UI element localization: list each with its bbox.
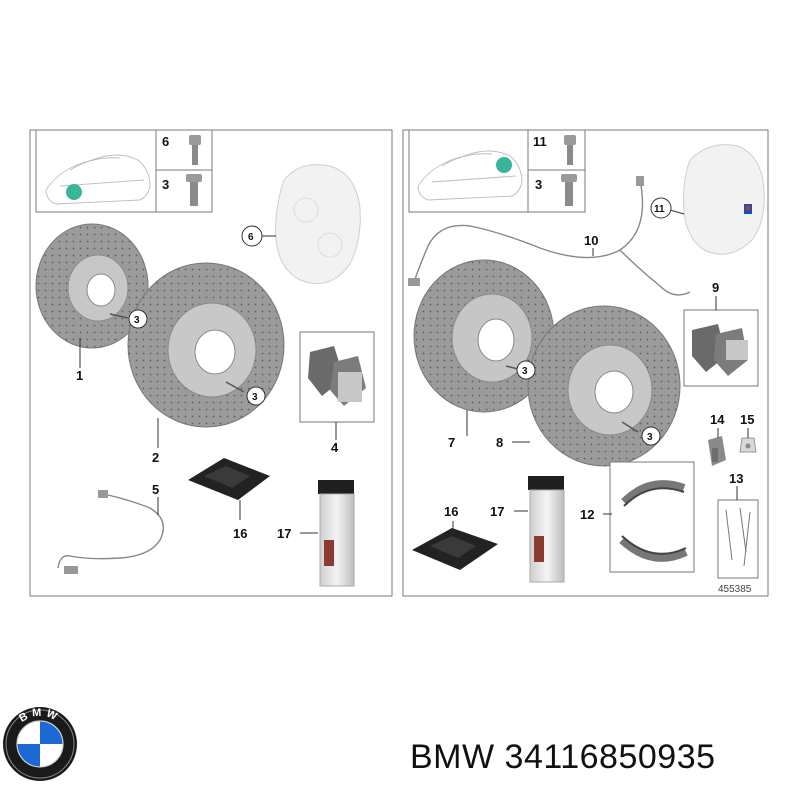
left-panel: 6 3 bbox=[29, 129, 393, 597]
caliper-bolt-icon bbox=[708, 436, 726, 466]
bleeder-valve-icon bbox=[739, 437, 757, 453]
callout-label: 3 bbox=[647, 432, 653, 443]
callout-label: 12 bbox=[580, 507, 594, 522]
callout-label: 6 bbox=[248, 232, 254, 243]
brake-caliper-icon bbox=[683, 144, 765, 255]
mounting-paste-pad-icon bbox=[188, 458, 270, 500]
brake-shoes-icon bbox=[609, 461, 695, 573]
callout-label: 13 bbox=[729, 471, 743, 486]
brake-pads-icon bbox=[683, 309, 759, 387]
bolt-icon bbox=[564, 135, 576, 165]
callout-label: 8 bbox=[496, 435, 503, 450]
position-marker-icon bbox=[496, 157, 512, 173]
wear-sensor-cable-icon bbox=[408, 176, 691, 296]
part-number-title: BMW 34116850935 bbox=[410, 738, 716, 776]
callout-label: 15 bbox=[740, 412, 754, 427]
wear-sensor-icon bbox=[57, 490, 164, 574]
right-panel: 11 3 bbox=[402, 129, 769, 597]
callout-label: 3 bbox=[134, 315, 140, 326]
callout-label: 16 bbox=[444, 504, 458, 519]
brake-disc-1-icon bbox=[35, 223, 149, 349]
callout-label: 17 bbox=[490, 504, 504, 519]
inset-label: 3 bbox=[535, 177, 542, 192]
inset-label: 3 bbox=[162, 177, 169, 192]
brake-caliper-icon bbox=[275, 164, 361, 284]
brake-disc-8-icon bbox=[527, 305, 681, 467]
bolt-icon bbox=[189, 135, 201, 165]
right-inset-frame bbox=[408, 129, 586, 213]
inset-label: 11 bbox=[533, 134, 547, 149]
callout-label: 10 bbox=[584, 233, 598, 248]
car-outline-icon bbox=[417, 150, 523, 201]
callout-label: 4 bbox=[331, 440, 339, 455]
callout-label: 9 bbox=[712, 280, 719, 295]
callout-label: 3 bbox=[252, 392, 258, 403]
right-inset: 11 3 bbox=[408, 129, 586, 213]
nut-icon bbox=[186, 174, 202, 206]
brake-pads-icon bbox=[299, 331, 375, 423]
callout-label: 3 bbox=[522, 366, 528, 377]
left-inset: 6 3 bbox=[35, 129, 213, 213]
bmw-logo-icon: BMW bbox=[3, 707, 77, 781]
spring-set-icon bbox=[717, 499, 759, 579]
spray-can-icon bbox=[318, 480, 355, 587]
spray-can-icon bbox=[528, 476, 565, 583]
callout-label: 1 bbox=[76, 368, 83, 383]
left-inset-frame bbox=[35, 129, 213, 213]
callout-label: 7 bbox=[448, 435, 455, 450]
diagram-reference-number: 455385 bbox=[718, 584, 752, 595]
callout-label: 11 bbox=[654, 204, 665, 215]
callout-label: 2 bbox=[152, 450, 159, 465]
nut-icon bbox=[561, 174, 577, 206]
callout-label: 14 bbox=[710, 412, 725, 427]
callout-label: 17 bbox=[277, 526, 291, 541]
callout-label: 5 bbox=[152, 482, 159, 497]
brake-disc-2-icon bbox=[127, 262, 285, 428]
position-marker-icon bbox=[66, 184, 82, 200]
inset-label: 6 bbox=[162, 134, 169, 149]
callout-label: 16 bbox=[233, 526, 247, 541]
mounting-paste-pad-icon bbox=[412, 528, 498, 570]
